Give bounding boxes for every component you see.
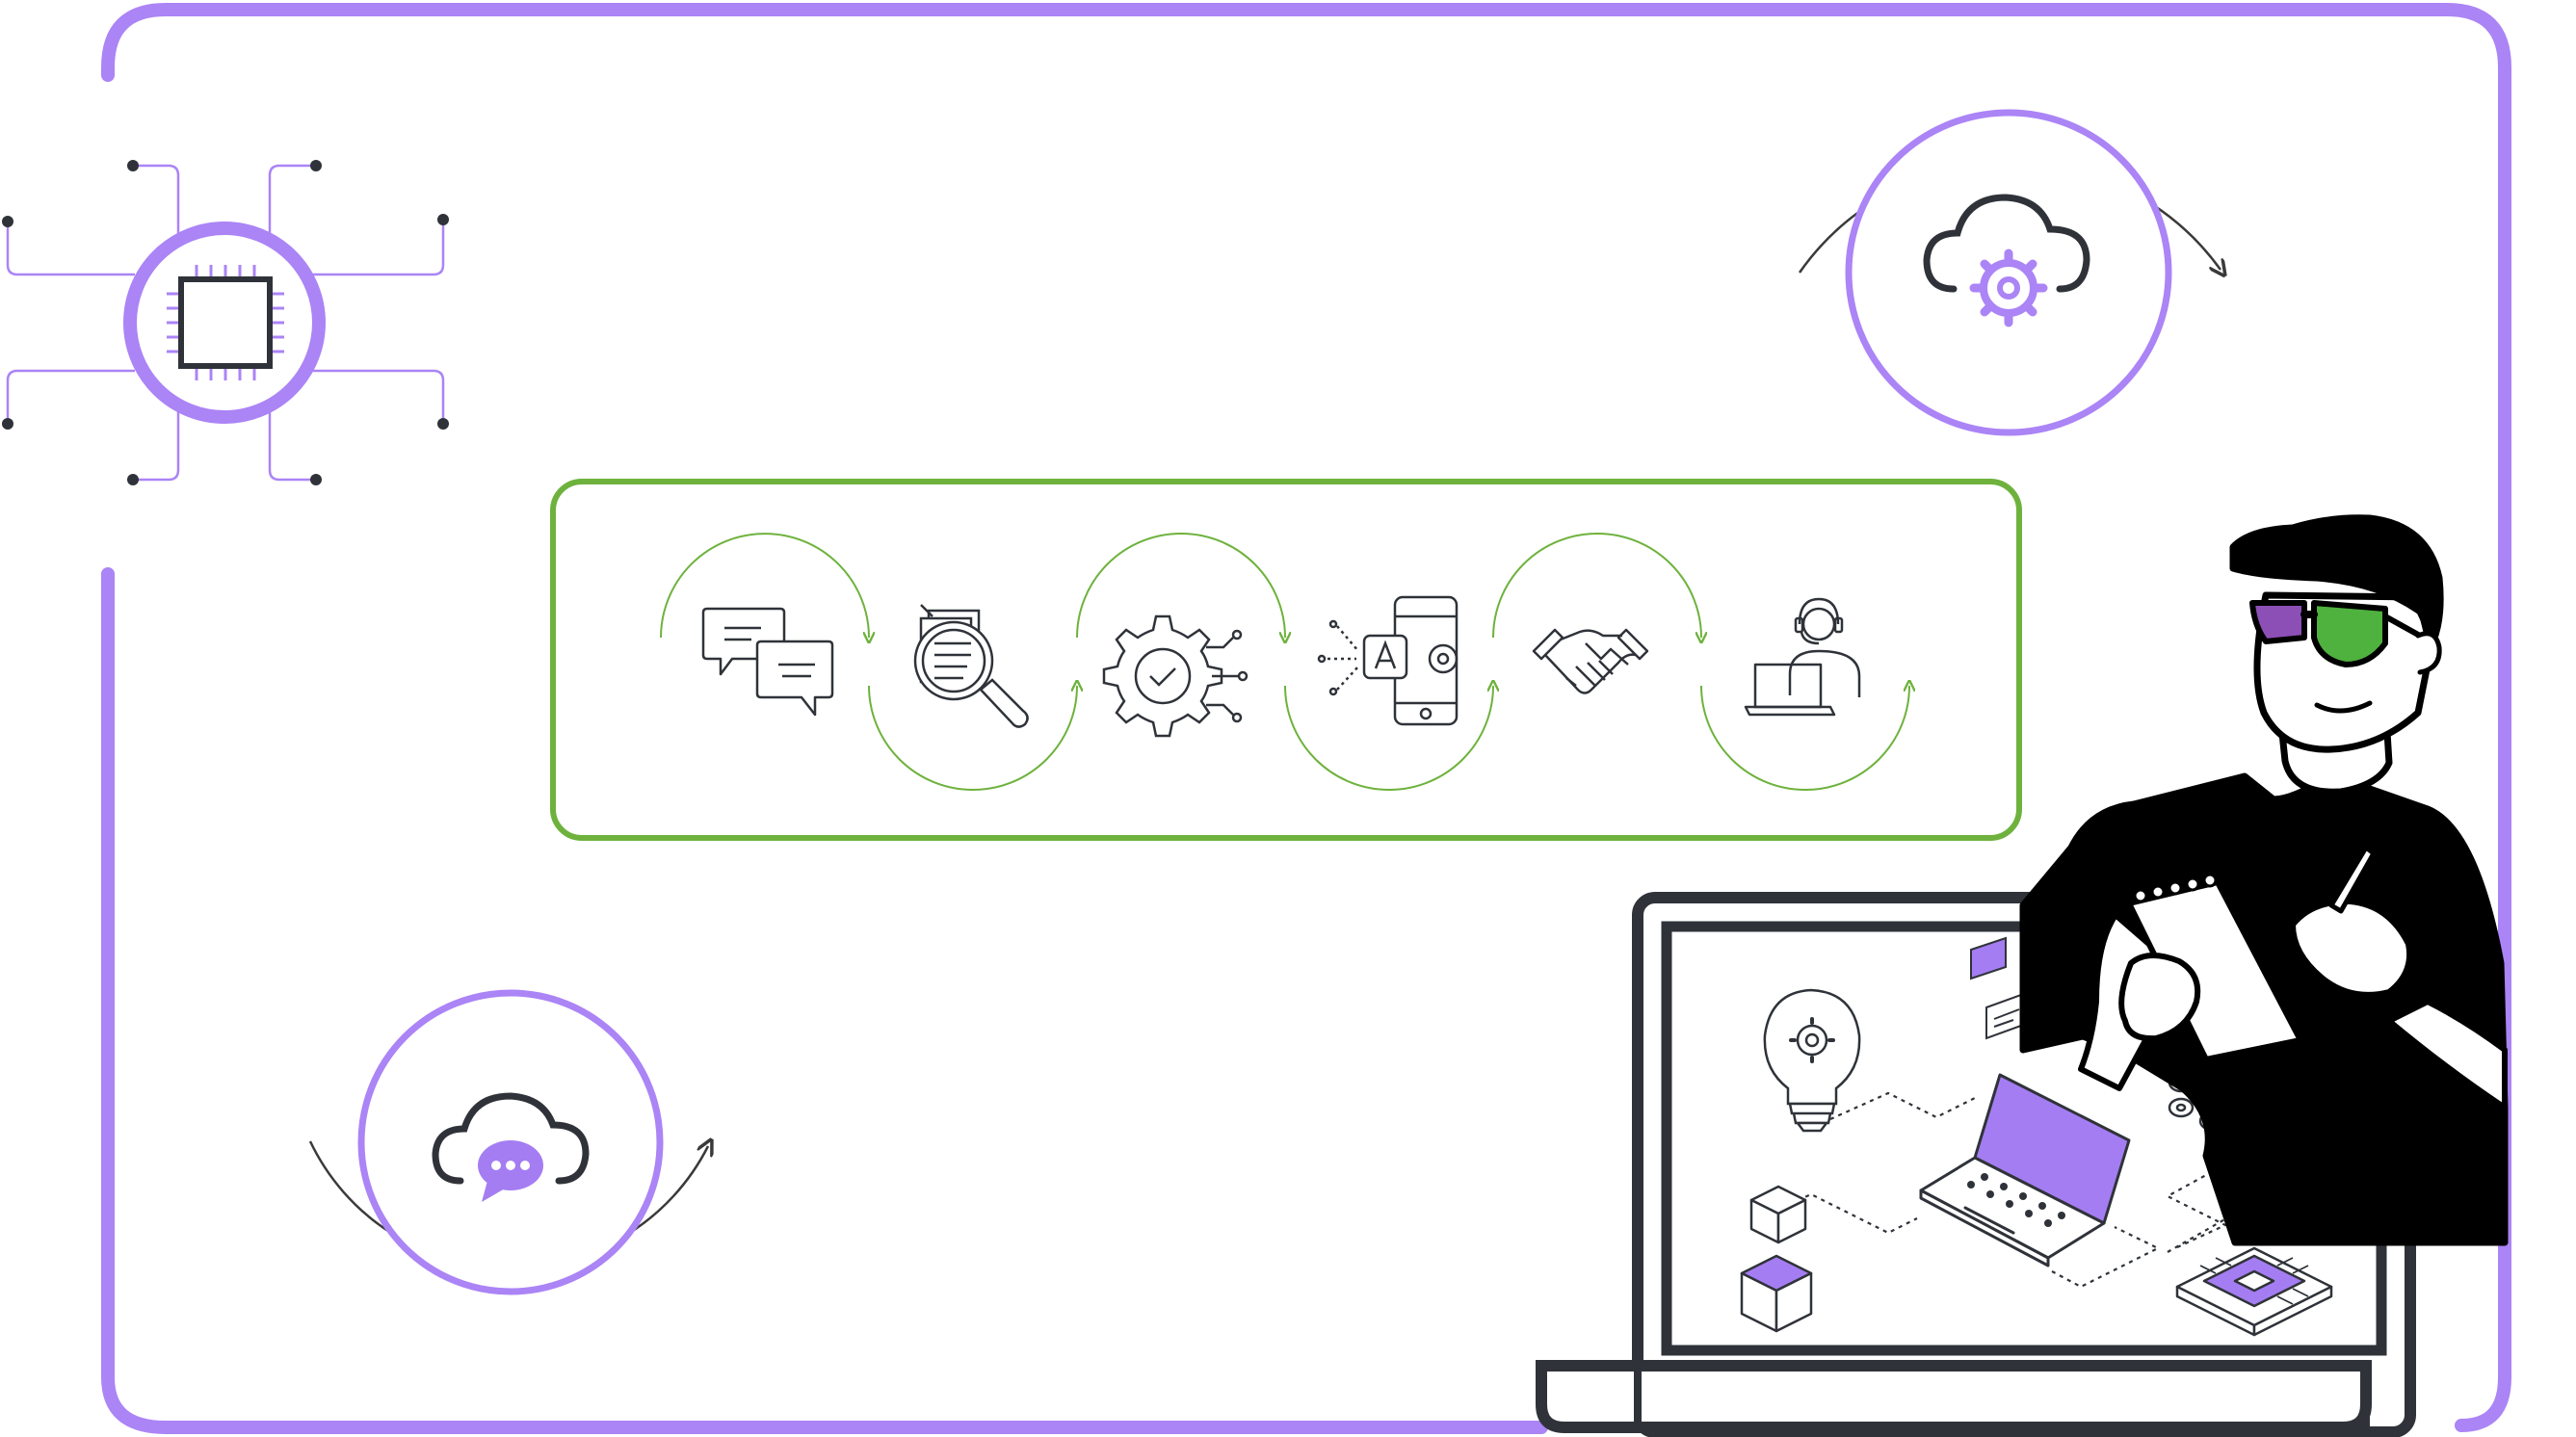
cubes-icon <box>1740 1185 1813 1333</box>
cloud-settings <box>1798 109 2221 436</box>
flow-connectors <box>660 533 1909 791</box>
support-agent-icon <box>1744 597 1861 717</box>
lightbulb-gear-icon <box>1763 988 1861 1133</box>
chip-circuit <box>2 160 449 485</box>
process-flow <box>550 479 2022 841</box>
cloud-chat-icon <box>432 1092 590 1202</box>
cloud-gear-icon <box>1923 194 2090 327</box>
handshake-icon <box>1532 628 1649 694</box>
mini-laptop-icon <box>1919 1073 2131 1267</box>
outer-frame <box>101 3 2511 1434</box>
document-search-icon <box>913 604 1029 728</box>
cloud-chat <box>308 989 708 1295</box>
chip-platform-icon <box>2175 1246 2333 1337</box>
chat-bubbles-icon <box>701 607 834 717</box>
person-illustration <box>2019 514 2509 1246</box>
mobile-ai-icon <box>1317 595 1459 726</box>
gear-check-icon <box>1102 614 1249 738</box>
chip-icon <box>167 265 284 380</box>
